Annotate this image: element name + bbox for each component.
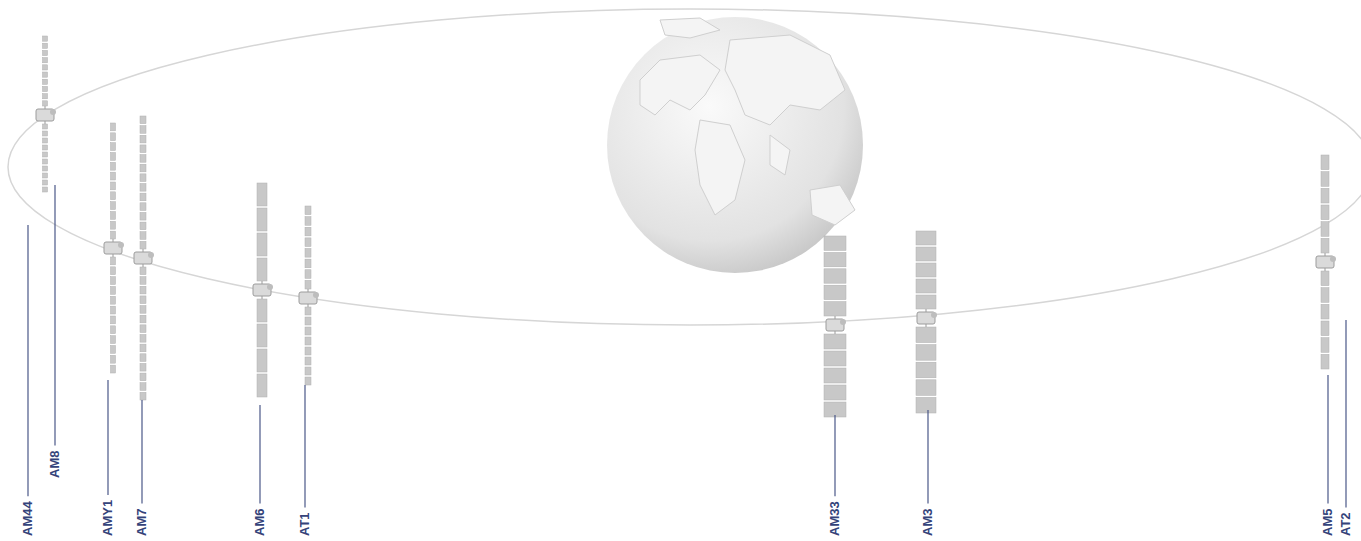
leader-line (1327, 375, 1328, 504)
leader-line (107, 380, 108, 495)
satellite (36, 36, 56, 192)
leader-line (834, 415, 835, 496)
leader-line (304, 385, 305, 507)
orbit-ellipse (8, 9, 1361, 325)
satellite-label: AM6 (252, 509, 268, 536)
globe (607, 17, 863, 273)
satellite (1316, 155, 1336, 369)
satellite-label: AM33 (827, 501, 843, 536)
leader-line (259, 405, 260, 504)
satellite-label: AMY1 (100, 500, 116, 536)
leader-line (54, 185, 55, 446)
satellite-label: AT2 (1338, 512, 1354, 536)
satellite-label: AM8 (47, 451, 63, 478)
satellite-label: AT1 (297, 512, 313, 536)
satellite-label: AM7 (134, 509, 150, 536)
satellite-label: AM44 (20, 501, 36, 536)
satellite (253, 183, 273, 397)
leader-line (927, 410, 928, 504)
satellite-label: AM3 (920, 509, 936, 536)
leader-line (27, 225, 28, 496)
satellite-label: AM5 (1320, 509, 1336, 536)
satellite (299, 206, 319, 385)
satellite (916, 231, 937, 413)
leader-line (141, 400, 142, 504)
satellite (134, 116, 154, 400)
leader-line (1345, 320, 1346, 507)
satellite (824, 236, 846, 417)
satellite (104, 123, 124, 373)
